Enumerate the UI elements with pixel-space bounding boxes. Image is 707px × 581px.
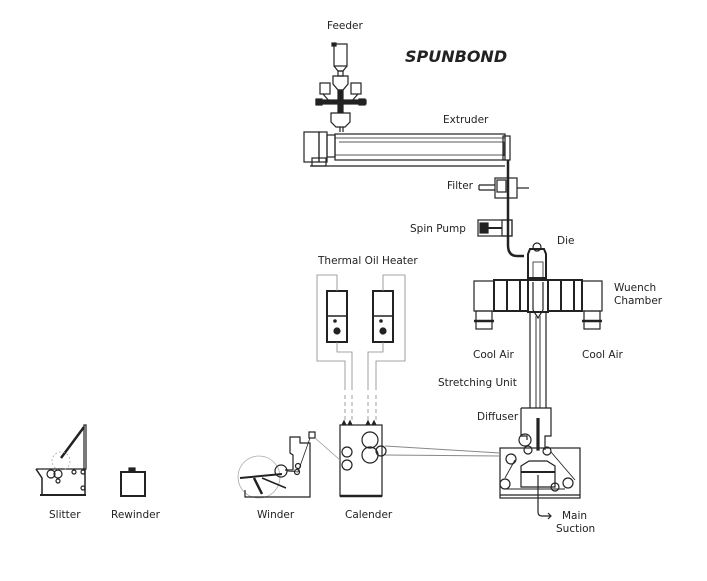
rewinder-unit	[120, 467, 146, 497]
feeder-unit	[315, 42, 367, 132]
label-filter: Filter	[447, 180, 474, 192]
label-quench-chamber-line1: Wuench	[614, 282, 657, 294]
label-diffuser: Diffuser	[477, 411, 519, 423]
label-extruder: Extruder	[443, 114, 489, 126]
stretching-unit	[529, 312, 547, 408]
thermal-oil-heater-unit	[316, 274, 406, 420]
quench-chamber-unit	[473, 279, 603, 330]
label-main-suction-line2: Suction	[556, 523, 596, 535]
melt-pipe	[506, 160, 524, 258]
label-spin-pump: Spin Pump	[410, 223, 466, 235]
web-path-to-calender	[384, 445, 501, 457]
label-die: Die	[557, 235, 575, 247]
web-forming-unit	[499, 433, 581, 520]
spin-pump-unit	[477, 219, 513, 237]
label-calender: Calender	[345, 509, 393, 521]
label-feeder: Feeder	[327, 20, 363, 32]
label-rewinder: Rewinder	[111, 509, 160, 521]
filter-unit	[478, 177, 529, 199]
die-unit	[527, 242, 547, 279]
slitter-unit	[35, 424, 87, 496]
label-main-suction-line1: Main	[562, 510, 588, 522]
label-thermal-oil-heater: Thermal Oil Heater	[318, 255, 418, 267]
diagram-title: SPUNBOND	[405, 47, 508, 66]
label-slitter: Slitter	[49, 509, 81, 521]
label-stretching-unit: Stretching Unit	[438, 377, 517, 389]
diffuser-unit	[520, 407, 552, 451]
label-winder: Winder	[257, 509, 295, 521]
calender-unit	[339, 419, 387, 498]
label-cool-air-left: Cool Air	[473, 349, 514, 361]
label-quench-chamber-line2: Chamber	[614, 295, 663, 307]
winder-unit	[237, 431, 341, 499]
label-cool-air-right: Cool Air	[582, 349, 623, 361]
extruder-unit	[303, 131, 511, 167]
